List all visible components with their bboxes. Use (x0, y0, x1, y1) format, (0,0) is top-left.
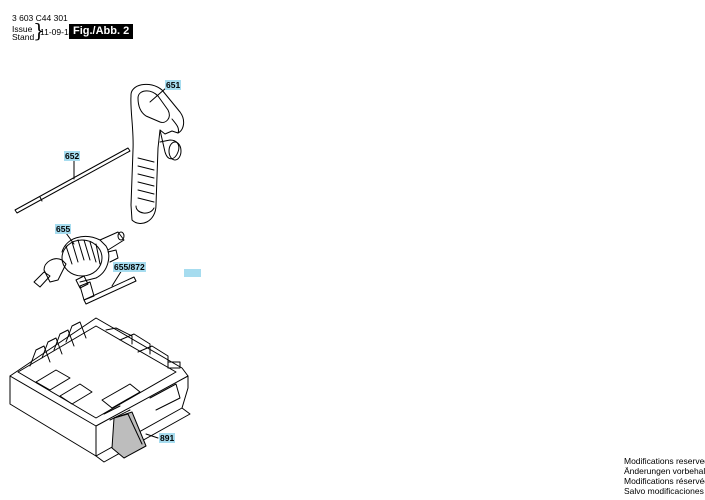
notice-line-en: Modifications reserved (624, 456, 705, 466)
modifications-notice: Modifications reserved Änderungen vorbeh… (624, 456, 705, 496)
stand-label: Stand (12, 32, 35, 42)
drill-chuck-part (33, 231, 125, 288)
callout-891: 891 (159, 433, 176, 443)
figure-label: Fig./Abb. 2 (69, 24, 134, 39)
callout-652: 652 (64, 151, 81, 161)
notice-line-es: Salvo modificaciones (624, 486, 704, 496)
leader-655-872 (111, 269, 123, 287)
notice-line-fr: Modifications réservées (624, 476, 705, 486)
leader-651 (149, 87, 167, 103)
callout-655: 655 (55, 224, 72, 234)
issue-label: Issue (12, 24, 33, 34)
depth-stop-rod-part (14, 147, 131, 214)
case-insert-label-part (111, 411, 147, 459)
issue-date: 11-09-14 (40, 27, 74, 37)
callout-655-872: 655/872 (113, 262, 146, 272)
auxiliary-handle-part (130, 83, 185, 224)
leader-891 (145, 433, 159, 439)
part-number: 3 603 C44 301 (12, 13, 68, 23)
color-swatch (184, 269, 201, 277)
notice-line-de: Änderungen vorbehalten (624, 466, 705, 476)
leader-655 (65, 232, 75, 245)
brace-glyph: } (33, 20, 46, 42)
carrying-case-part (9, 317, 191, 463)
chuck-key-part (75, 275, 137, 305)
callout-651: 651 (165, 80, 182, 90)
